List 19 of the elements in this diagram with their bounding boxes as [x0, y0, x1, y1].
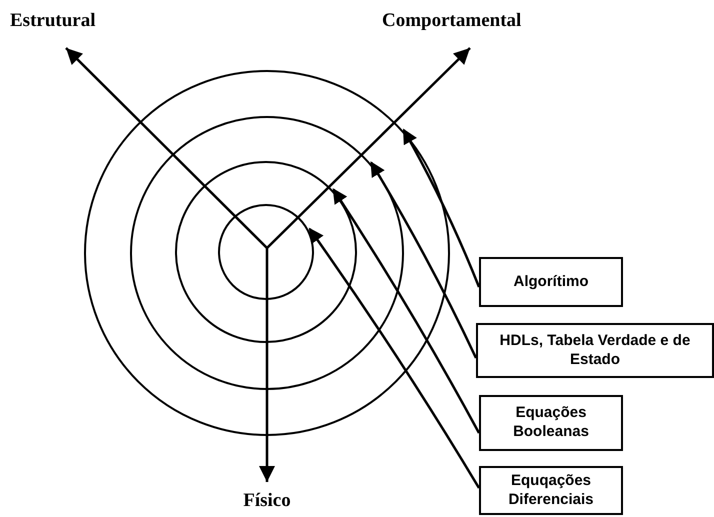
label-box [479, 257, 623, 307]
box-label: Equqações Diferenciais [507, 472, 595, 510]
axis-label: Físico [243, 490, 291, 512]
axis-label: Comportamental [382, 10, 522, 32]
label-box [476, 323, 714, 378]
label-box [479, 395, 623, 451]
ring-circle [130, 116, 404, 390]
arrow [370, 161, 478, 359]
label-box [479, 466, 623, 515]
axis-label: Estrutural [10, 10, 96, 32]
ring-circle [218, 204, 314, 300]
box-label: HDLs, Tabela Verdade e de Estado [498, 332, 692, 370]
ring-circle [175, 161, 357, 343]
ring-circle [84, 70, 450, 436]
arrow [308, 228, 480, 489]
arrow [402, 128, 480, 288]
box-label: Algorítimo [514, 272, 588, 292]
arrow [332, 188, 480, 434]
box-label: Equações Booleanas [512, 404, 590, 442]
